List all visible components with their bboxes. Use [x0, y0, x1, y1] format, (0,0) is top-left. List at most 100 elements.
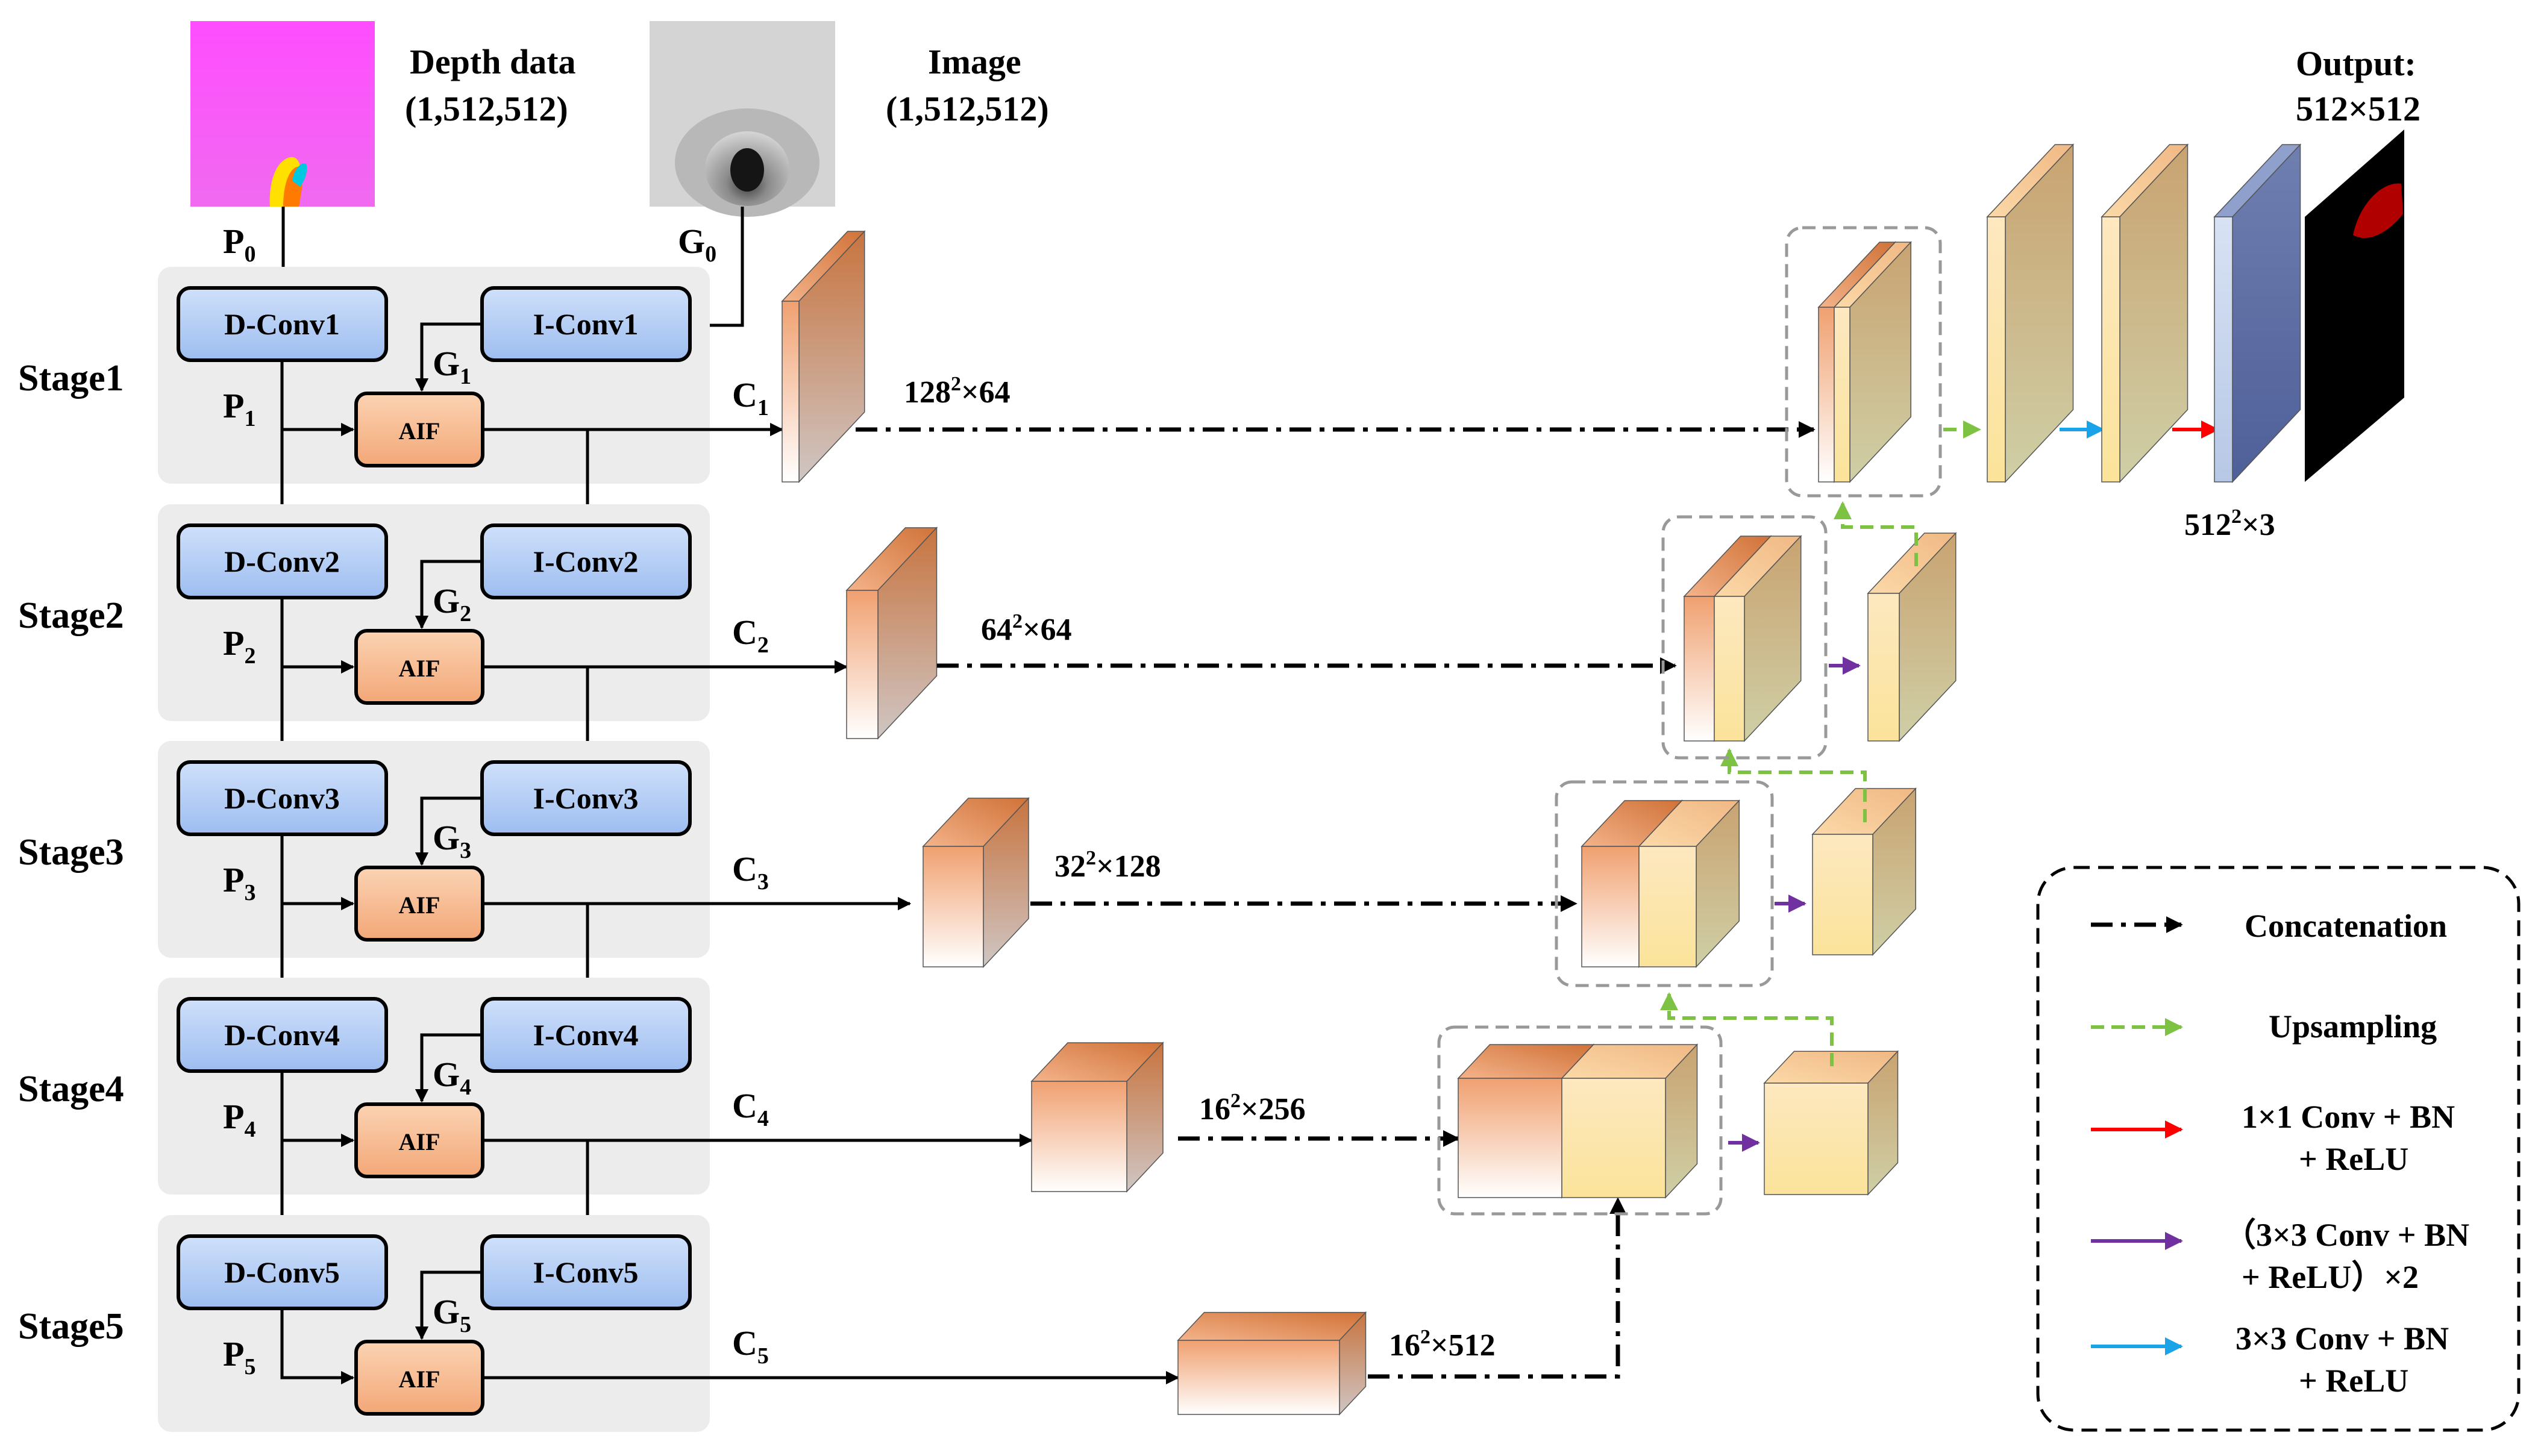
p-to-aif-arrow: [280, 1308, 355, 1385]
p-label: P5: [223, 1334, 255, 1379]
concat-decoder-part-4: [1561, 1043, 1699, 1199]
i-conv-label: I-Conv5: [533, 1255, 638, 1289]
output-feature-size: 5122×3: [2184, 505, 2275, 542]
c-label: C1: [732, 375, 769, 420]
feature-size-label-2: 642×64: [981, 610, 1072, 647]
image-shape: (1,512,512): [886, 89, 1049, 128]
i-conv-label: I-Conv1: [533, 307, 638, 341]
decoder: [1437, 130, 2404, 1216]
legend-conv1x1-label-2: + ReLU: [2299, 1141, 2408, 1177]
depth-data-shape: (1,512,512): [405, 89, 568, 128]
g-to-aif-arrow: [415, 322, 482, 392]
output-mask-image: [2305, 130, 2404, 482]
feature-size-label-1: 1282×64: [904, 373, 1010, 410]
i-conv-block: I-Conv5: [480, 1234, 692, 1310]
upsample-arrow-4: [1660, 992, 1834, 1066]
encoder-feature-cube-2: [845, 526, 938, 740]
aif-block: AIF: [354, 1102, 484, 1178]
depth-input-image: [190, 21, 375, 207]
aif-block: AIF: [354, 1340, 484, 1416]
d-conv-block: D-Conv2: [177, 523, 388, 599]
encoder-feature-cube-5: [1177, 1311, 1367, 1416]
aif-label: AIF: [399, 655, 440, 682]
decoder-feature-cube-2: [1867, 532, 1957, 742]
aif-label: AIF: [399, 892, 440, 919]
concat-decoder-part-1: [1833, 241, 1912, 483]
p0-label: P0: [223, 222, 255, 267]
i-conv-block: I-Conv2: [480, 523, 692, 599]
legend-concat-label: Concatenation: [2245, 908, 2447, 944]
g-label: G4: [433, 1055, 471, 1100]
aif-block: AIF: [354, 866, 484, 942]
c-label: C5: [732, 1323, 769, 1369]
output-size: 512×512: [2296, 89, 2420, 128]
feature-size-label-4: 162×256: [1199, 1090, 1306, 1126]
head-feature-cube-2: [2101, 143, 2189, 483]
output-title: Output:: [2296, 44, 2416, 83]
encoder-feature-cube-1: [781, 230, 866, 483]
stage-label: Stage2: [18, 595, 124, 636]
concat-decoder-part-3: [1638, 799, 1740, 968]
aif-label: AIF: [399, 1366, 440, 1393]
g-to-aif-arrow: [415, 796, 482, 866]
stage-label: Stage1: [18, 358, 124, 399]
g0-label: G0: [678, 222, 716, 267]
stage-label: Stage3: [18, 832, 124, 873]
legend-conv3x3-label-2: + ReLU: [2299, 1363, 2408, 1399]
c-label: C4: [732, 1086, 769, 1131]
d-conv-label: D-Conv5: [224, 1255, 340, 1289]
p-label: P1: [223, 386, 255, 431]
stage-label: Stage4: [18, 1069, 124, 1110]
stage-label: Stage5: [18, 1306, 124, 1347]
g-label: G1: [433, 344, 471, 389]
legend-conv3x3x2-label-1: （3×3 Conv + BN: [2223, 1217, 2469, 1253]
aif-label: AIF: [399, 417, 440, 445]
d-conv-label: D-Conv4: [224, 1018, 340, 1052]
feature-size-label-5: 162×512: [1389, 1326, 1496, 1363]
legend-conv1x1-label-1: 1×1 Conv + BN: [2242, 1099, 2455, 1135]
i-conv-label: I-Conv4: [533, 1018, 638, 1052]
image-title: Image: [928, 42, 1021, 81]
decoder-feature-cube-4: [1763, 1050, 1899, 1196]
head-feature-cube-3: [2213, 143, 2302, 483]
g-to-aif-arrow: [415, 560, 482, 630]
d-conv-block: D-Conv4: [177, 997, 388, 1073]
concat-decoder-part-2: [1713, 535, 1802, 742]
i-conv-block: I-Conv3: [480, 760, 692, 836]
d-conv-label: D-Conv2: [224, 545, 340, 578]
d-conv-block: D-Conv3: [177, 760, 388, 836]
g-label: G3: [433, 818, 471, 863]
concat-box-2: [1661, 515, 1828, 760]
d-conv-block: D-Conv5: [177, 1234, 388, 1310]
legend-upsample-label: Upsampling: [2269, 1008, 2437, 1045]
c-label: C2: [732, 613, 769, 658]
head-feature-cube-1: [1986, 143, 2075, 483]
p-label: P2: [223, 623, 255, 669]
i-conv-block: I-Conv1: [480, 286, 692, 362]
g-label: G2: [433, 581, 471, 626]
legend-conv3x3-label-1: 3×3 Conv + BN: [2236, 1320, 2449, 1357]
encoder-feature-cube-3: [922, 797, 1030, 968]
aif-block: AIF: [354, 629, 484, 705]
encoder-feature-cube-4: [1030, 1042, 1164, 1193]
aif-label: AIF: [399, 1128, 440, 1155]
concat-box-3: [1555, 780, 1774, 987]
upsample-arrow-3: [1720, 748, 1867, 822]
g-to-aif-arrow: [415, 1033, 482, 1103]
legend-frame: [2036, 866, 2521, 1432]
concat-box-4: [1437, 1025, 1723, 1216]
d-conv-block: D-Conv1: [177, 286, 388, 362]
d-conv-label: D-Conv1: [224, 307, 340, 341]
legend: Concatenation Upsampling 1×1 Conv + BN +…: [2036, 866, 2521, 1432]
upsample-arrow-2: [1834, 501, 1918, 566]
i-conv-label: I-Conv3: [533, 781, 638, 815]
depth-data-title: Depth data: [410, 42, 576, 81]
i-conv-block: I-Conv4: [480, 997, 692, 1073]
